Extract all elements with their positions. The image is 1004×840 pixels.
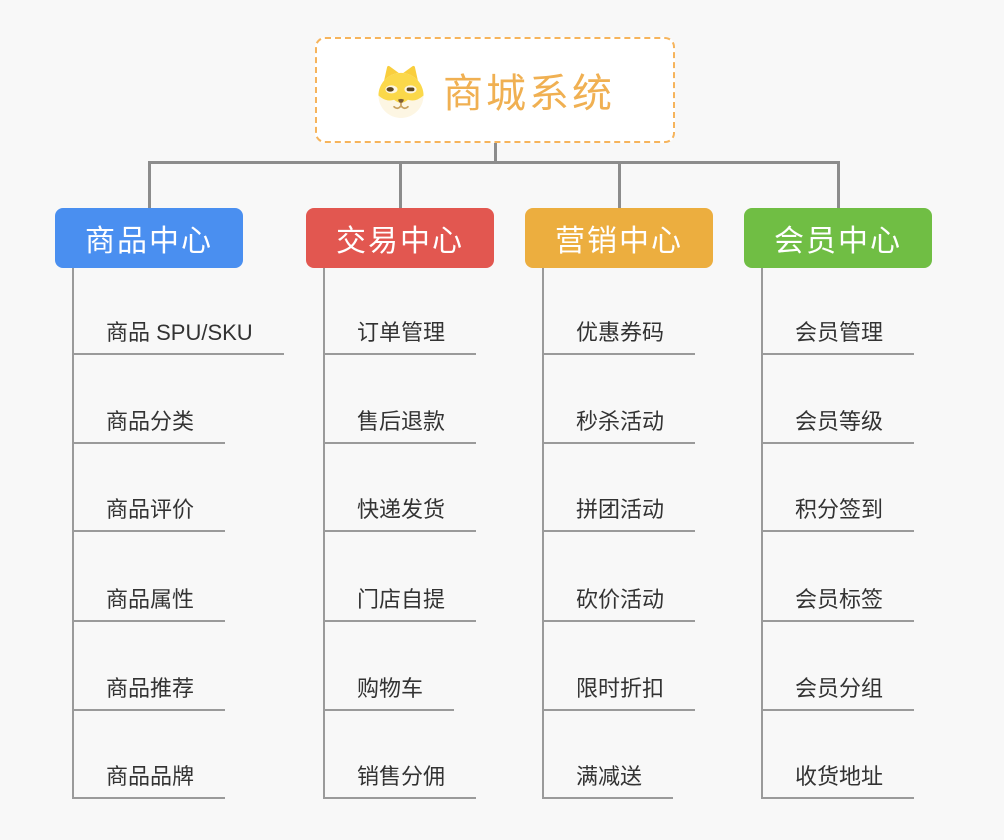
connector-drop-3 [617,164,621,208]
leaf-node[interactable]: 砍价活动 [543,585,696,622]
leaf-node[interactable]: 拼团活动 [543,495,696,532]
connector-root-stub [494,143,497,161]
leaf-node[interactable]: 会员管理 [762,318,915,355]
branch-column-3: 营销中心优惠券码秒杀活动拼团活动砍价活动限时折扣满减送 [525,208,713,799]
leaf-node[interactable]: 售后退款 [324,407,477,444]
leaf-node[interactable]: 积分签到 [762,495,915,532]
branch-node-1[interactable]: 商品中心 [55,208,243,268]
root-title: 商城系统 [443,72,615,116]
branch-node-3[interactable]: 营销中心 [525,208,713,268]
branch-node-4[interactable]: 会员中心 [744,208,932,268]
leaf-node[interactable]: 收货地址 [762,762,915,799]
leaf-node[interactable]: 优惠券码 [543,318,696,355]
branch-column-2: 交易中心订单管理售后退款快递发货门店自提购物车销售分佣 [306,208,494,799]
leaf-node[interactable]: 秒杀活动 [543,407,696,444]
branch-spine [72,268,74,799]
root-node[interactable]: 商城系统 [315,37,675,143]
connector-rail [147,161,840,164]
leaf-node[interactable]: 会员标签 [762,585,915,622]
leaf-node[interactable]: 销售分佣 [324,762,477,799]
connector-drop-2 [398,164,402,208]
branch-spine [323,268,325,799]
leaf-node[interactable]: 限时折扣 [543,674,696,711]
leaf-node[interactable]: 商品属性 [73,585,226,622]
leaf-node[interactable]: 订单管理 [324,318,477,355]
leaf-node[interactable]: 门店自提 [324,585,477,622]
leaf-node[interactable]: 会员分组 [762,674,915,711]
branch-spine [542,268,544,799]
leaf-node[interactable]: 商品分类 [73,407,226,444]
leaf-node[interactable]: 商品推荐 [73,674,226,711]
leaf-node[interactable]: 购物车 [324,674,455,711]
branch-column-1: 商品中心商品 SPU/SKU 商品分类商品评价商品属性商品推荐商品品牌 [55,208,284,799]
leaf-node[interactable]: 会员等级 [762,407,915,444]
leaf-node[interactable]: 商品评价 [73,495,226,532]
branch-spine [761,268,763,799]
connector-drop-1 [147,164,151,208]
leaf-node[interactable]: 商品品牌 [73,762,226,799]
branch-column-4: 会员中心会员管理会员等级积分签到会员标签会员分组收货地址 [744,208,932,799]
dog-icon [378,65,424,118]
leaf-node[interactable]: 满减送 [543,762,674,799]
branch-node-2[interactable]: 交易中心 [306,208,494,268]
leaf-node[interactable]: 快递发货 [324,495,477,532]
leaf-node[interactable]: 商品 SPU/SKU [73,318,284,355]
connector-drop-4 [836,164,840,208]
